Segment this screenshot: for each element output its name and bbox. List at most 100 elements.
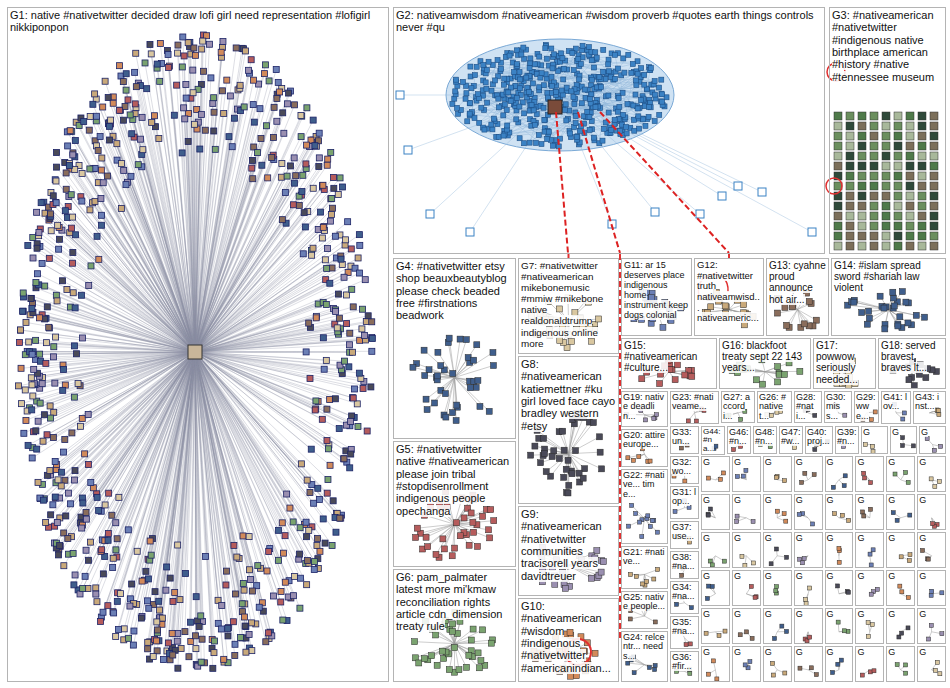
vertex-icon bbox=[171, 112, 177, 118]
vertex-icon bbox=[33, 280, 39, 286]
vertex-icon bbox=[894, 242, 902, 250]
vertex-icon bbox=[62, 208, 68, 214]
vertex-icon bbox=[140, 147, 146, 153]
vertex-icon bbox=[603, 77, 608, 82]
vertex-icon bbox=[565, 457, 571, 463]
vertex-icon bbox=[303, 349, 309, 355]
vertex-icon bbox=[536, 133, 541, 138]
vertex-icon bbox=[631, 458, 635, 462]
vertex-icon bbox=[249, 157, 255, 163]
vertex-icon bbox=[321, 224, 327, 230]
vertex-icon bbox=[652, 92, 657, 97]
vertex-icon bbox=[323, 357, 329, 363]
vertex-icon bbox=[858, 232, 866, 240]
vertex-icon bbox=[137, 136, 143, 142]
vertex-icon bbox=[570, 51, 575, 56]
vertex-icon bbox=[36, 315, 42, 321]
vertex-icon bbox=[343, 292, 349, 298]
vertex-icon bbox=[565, 490, 571, 496]
dense-cluster bbox=[396, 39, 816, 253]
vertex-icon bbox=[930, 222, 938, 230]
vertex-icon bbox=[344, 321, 350, 327]
vertex-icon bbox=[846, 112, 854, 120]
vertex-icon bbox=[482, 127, 487, 132]
vertex-icon bbox=[300, 251, 306, 257]
vertex-icon bbox=[62, 437, 68, 443]
vertex-icon bbox=[858, 122, 866, 130]
vertex-icon bbox=[276, 557, 282, 563]
vertex-icon bbox=[629, 70, 634, 75]
vertex-icon bbox=[866, 308, 872, 314]
vertex-icon bbox=[652, 417, 656, 421]
vertex-icon bbox=[918, 142, 926, 150]
vertex-icon bbox=[476, 665, 482, 671]
vertex-icon bbox=[472, 73, 477, 78]
vertex-icon bbox=[34, 446, 40, 452]
vertex-icon bbox=[106, 490, 112, 496]
vertex-icon bbox=[350, 349, 356, 355]
vertex-icon bbox=[571, 68, 576, 73]
vertex-icon bbox=[52, 380, 58, 386]
vertex-icon bbox=[304, 582, 310, 588]
vertex-icon bbox=[882, 242, 890, 250]
vertex-icon bbox=[563, 466, 569, 472]
vertex-icon bbox=[170, 598, 176, 604]
vertex-icon bbox=[121, 167, 127, 173]
vertex-icon bbox=[307, 375, 313, 381]
vertex-icon bbox=[25, 242, 31, 248]
vertex-icon bbox=[369, 336, 375, 342]
vertex-icon bbox=[453, 89, 458, 94]
vertex-icon bbox=[148, 552, 154, 558]
vertex-icon bbox=[211, 95, 217, 101]
vertex-icon bbox=[129, 581, 135, 587]
vertex-icon bbox=[882, 122, 890, 130]
vertex-icon bbox=[834, 222, 842, 230]
vertex-icon bbox=[758, 188, 766, 196]
vertex-icon bbox=[546, 95, 551, 100]
vertex-icon bbox=[114, 141, 120, 147]
vertex-icon bbox=[923, 375, 929, 381]
vertex-icon bbox=[734, 182, 742, 190]
vertex-icon bbox=[639, 66, 644, 71]
vertex-icon bbox=[464, 664, 470, 670]
vertex-icon bbox=[851, 299, 857, 305]
vertex-icon bbox=[105, 95, 111, 101]
vertex-icon bbox=[301, 210, 307, 216]
vertex-icon bbox=[249, 648, 255, 654]
vertex-icon bbox=[890, 289, 896, 295]
vertex-icon bbox=[292, 573, 298, 579]
vertex-icon bbox=[233, 591, 239, 597]
vertex-icon bbox=[882, 192, 890, 200]
vertex-icon bbox=[197, 146, 203, 152]
vertex-icon bbox=[72, 468, 78, 474]
vertex-icon bbox=[304, 477, 310, 483]
vertex-icon bbox=[143, 568, 149, 574]
vertex-icon bbox=[96, 507, 102, 513]
vertex-icon bbox=[291, 155, 297, 161]
vertex-icon bbox=[145, 576, 151, 582]
vertex-icon bbox=[446, 335, 452, 341]
vertex-icon bbox=[449, 553, 455, 559]
vertex-icon bbox=[369, 348, 375, 354]
vertex-icon bbox=[157, 40, 163, 46]
vertex-icon bbox=[606, 110, 611, 115]
vertex-icon bbox=[320, 224, 326, 230]
vertex-icon bbox=[642, 72, 647, 77]
vertex-icon bbox=[280, 617, 286, 623]
vertex-icon bbox=[241, 614, 247, 620]
vertex-icon bbox=[563, 102, 568, 107]
vertex-icon bbox=[221, 656, 227, 662]
vertex-icon bbox=[31, 366, 37, 372]
vertex-icon bbox=[360, 386, 366, 392]
vertex-icon bbox=[569, 471, 575, 477]
vertex-icon bbox=[105, 537, 111, 543]
vertex-icon bbox=[119, 161, 125, 167]
vertex-icon bbox=[219, 602, 225, 608]
vertex-icon bbox=[918, 132, 926, 140]
vertex-icon bbox=[454, 105, 459, 110]
vertex-icon bbox=[906, 172, 914, 180]
vertex-icon bbox=[35, 418, 41, 424]
vertex-icon bbox=[291, 180, 297, 186]
vertex-icon bbox=[313, 398, 319, 404]
vertex-icon bbox=[29, 306, 35, 312]
